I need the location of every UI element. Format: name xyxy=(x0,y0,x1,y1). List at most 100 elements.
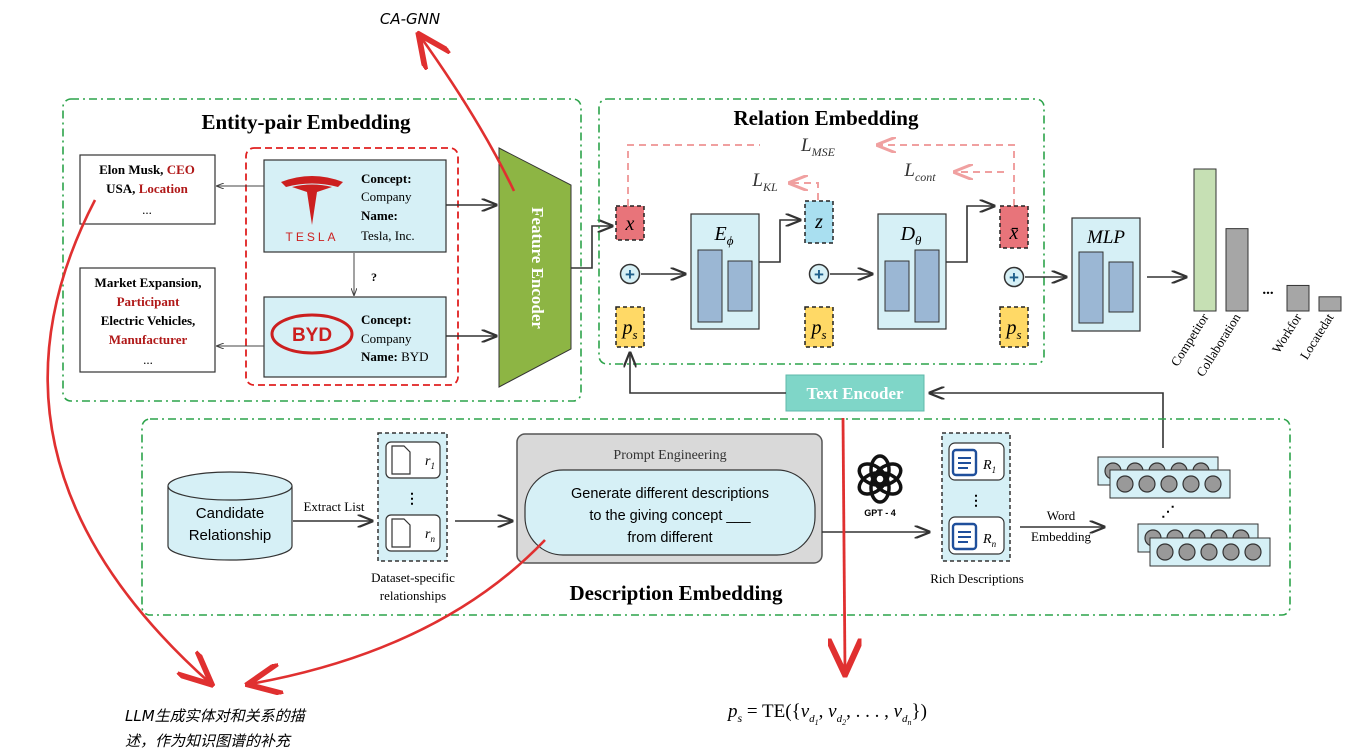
byd-concept-label: Concept: xyxy=(361,312,412,327)
candidate-database-icon xyxy=(167,471,293,561)
plus-icon xyxy=(1003,266,1025,288)
encoder-to-x-arrow xyxy=(571,226,612,269)
decoder-to-xhat-arrow xyxy=(946,206,994,263)
document-icon xyxy=(948,516,1005,555)
relation-title: Relation Embedding xyxy=(734,106,919,130)
vertical-ellipsis-2: ⋮ xyxy=(969,494,983,509)
tesla-concept-label: Concept: xyxy=(361,171,412,186)
byd-rel-line3: Electric Vehicles, xyxy=(101,313,196,328)
output-bar-collaboration xyxy=(1225,228,1249,312)
tesla-rel-line1: Elon Musk, CEO xyxy=(99,162,195,177)
openai-logo-icon xyxy=(857,454,903,504)
annotation-arrow-entity xyxy=(46,199,210,683)
description-panel xyxy=(141,418,1291,616)
r1-label: r1 xyxy=(425,454,435,471)
z-label: z xyxy=(814,211,823,233)
x-label: x xyxy=(625,213,635,235)
embedding-vectors xyxy=(1097,456,1271,567)
output-bar-locatedat xyxy=(1318,296,1342,312)
entity-pair-group xyxy=(245,147,459,386)
tesla-card xyxy=(263,159,447,253)
plus-glyph-2: + xyxy=(814,265,824,284)
encoder-to-z-arrow xyxy=(759,220,800,263)
rn-label: rn xyxy=(425,527,435,544)
prompt-line1: Generate different descriptions xyxy=(571,486,769,502)
extract-list-label: Extract List xyxy=(303,499,364,514)
feature-encoder-block xyxy=(498,147,572,388)
x-input-box xyxy=(615,205,645,241)
llm-note-line1: LLM生成实体对和关系的描 xyxy=(125,707,307,725)
rich-descriptions-label: Rich Descriptions xyxy=(930,571,1024,586)
tesla-concept-value: Company xyxy=(361,189,412,204)
l-cont-label: Lcont xyxy=(903,160,936,184)
l-kl-label: LKL xyxy=(751,170,778,194)
tesla-name-label: Name: xyxy=(361,208,398,223)
byd-wordmark: BYD xyxy=(292,325,332,346)
ps-box-1 xyxy=(615,306,645,348)
output-ellipsis: ... xyxy=(1262,282,1274,298)
byd-rel-line4: Manufacturer xyxy=(109,332,188,347)
ps-box-3 xyxy=(999,306,1029,348)
entity-pair-title: Entity-pair Embedding xyxy=(201,110,411,134)
encoder-bar-2 xyxy=(727,260,753,312)
document-icon xyxy=(385,514,441,552)
embedding-cell xyxy=(1182,475,1200,493)
byd-concept-value: Company xyxy=(361,331,412,346)
mlp-bar-1 xyxy=(1078,251,1104,324)
byd-card xyxy=(263,296,447,378)
tesla-relations-box xyxy=(79,154,216,225)
llm-note-line2: 述，作为知识图谱的补充 xyxy=(125,732,292,750)
byd-rel-line2: Participant xyxy=(117,294,180,309)
tesla-logo-icon xyxy=(281,176,343,225)
byd-relations-box xyxy=(79,267,216,373)
plus-icon xyxy=(808,263,830,285)
embeddings-to-text-encoder-arrow xyxy=(930,393,1164,448)
prompt-bubble xyxy=(524,469,816,556)
document-icon xyxy=(948,442,1005,481)
prompt-line2: to the giving concept ___ xyxy=(589,508,751,524)
mse-line-right xyxy=(878,145,1015,206)
relation-panel xyxy=(598,98,1045,365)
tesla-wordmark: TESLA xyxy=(285,230,338,244)
ca-gnn-annotation: CA-GNN xyxy=(380,10,440,28)
text-encoder-to-ps-arrow xyxy=(630,353,786,394)
kl-line xyxy=(790,183,819,200)
embedding-cell xyxy=(1138,475,1156,493)
encoder-bar-1 xyxy=(697,249,723,323)
annotation-arrow-text-encoder xyxy=(843,417,845,672)
output-bar-workfor xyxy=(1286,284,1310,312)
byd-rel-line1: Market Expansion, xyxy=(95,275,202,290)
prompt-engineering-title: Prompt Engineering xyxy=(613,448,726,463)
dataset-specific-line1: Dataset-specific xyxy=(371,570,455,585)
tesla-name-value: Tesla, Inc. xyxy=(361,228,415,243)
embedding-cell xyxy=(1116,475,1134,493)
byd-rel-ellipsis: ... xyxy=(143,352,153,367)
embedding-cell xyxy=(1200,543,1218,561)
output-bar-competitor xyxy=(1193,168,1217,312)
plus-glyph-3: + xyxy=(1009,268,1019,287)
embedding-cell xyxy=(1244,543,1262,561)
description-title: Description Embedding xyxy=(570,581,783,605)
gpt4-label: GPT - 4 xyxy=(864,508,896,518)
mlp-bar-2 xyxy=(1108,261,1134,313)
x-reconstructed-box xyxy=(999,205,1029,249)
decoder-bar-1 xyxy=(884,260,910,312)
mse-line-left xyxy=(627,144,760,206)
annotation-arrow-ca-gnn xyxy=(420,36,516,192)
plus-icon xyxy=(619,263,641,285)
byd-name-label: Name: BYD xyxy=(361,349,429,364)
embedding-cell xyxy=(1160,475,1178,493)
document-icon xyxy=(385,441,441,479)
word-embedding-line1: Word xyxy=(1047,508,1076,523)
ps-box-2 xyxy=(804,306,834,348)
word-embedding-line2: Embedding xyxy=(1031,529,1091,544)
mlp-label: MLP xyxy=(1086,227,1125,248)
tesla-rel-ellipsis: ... xyxy=(142,202,152,217)
dataset-specific-line2: relationships xyxy=(380,588,446,603)
ps-formula: ps = TE({vd1, vd2, . . . , vdn}) xyxy=(726,701,927,727)
x-hat-label: x̄ xyxy=(1009,222,1019,244)
embedding-ellipsis: ⋰ xyxy=(1161,505,1175,520)
embedding-cell xyxy=(1156,543,1174,561)
